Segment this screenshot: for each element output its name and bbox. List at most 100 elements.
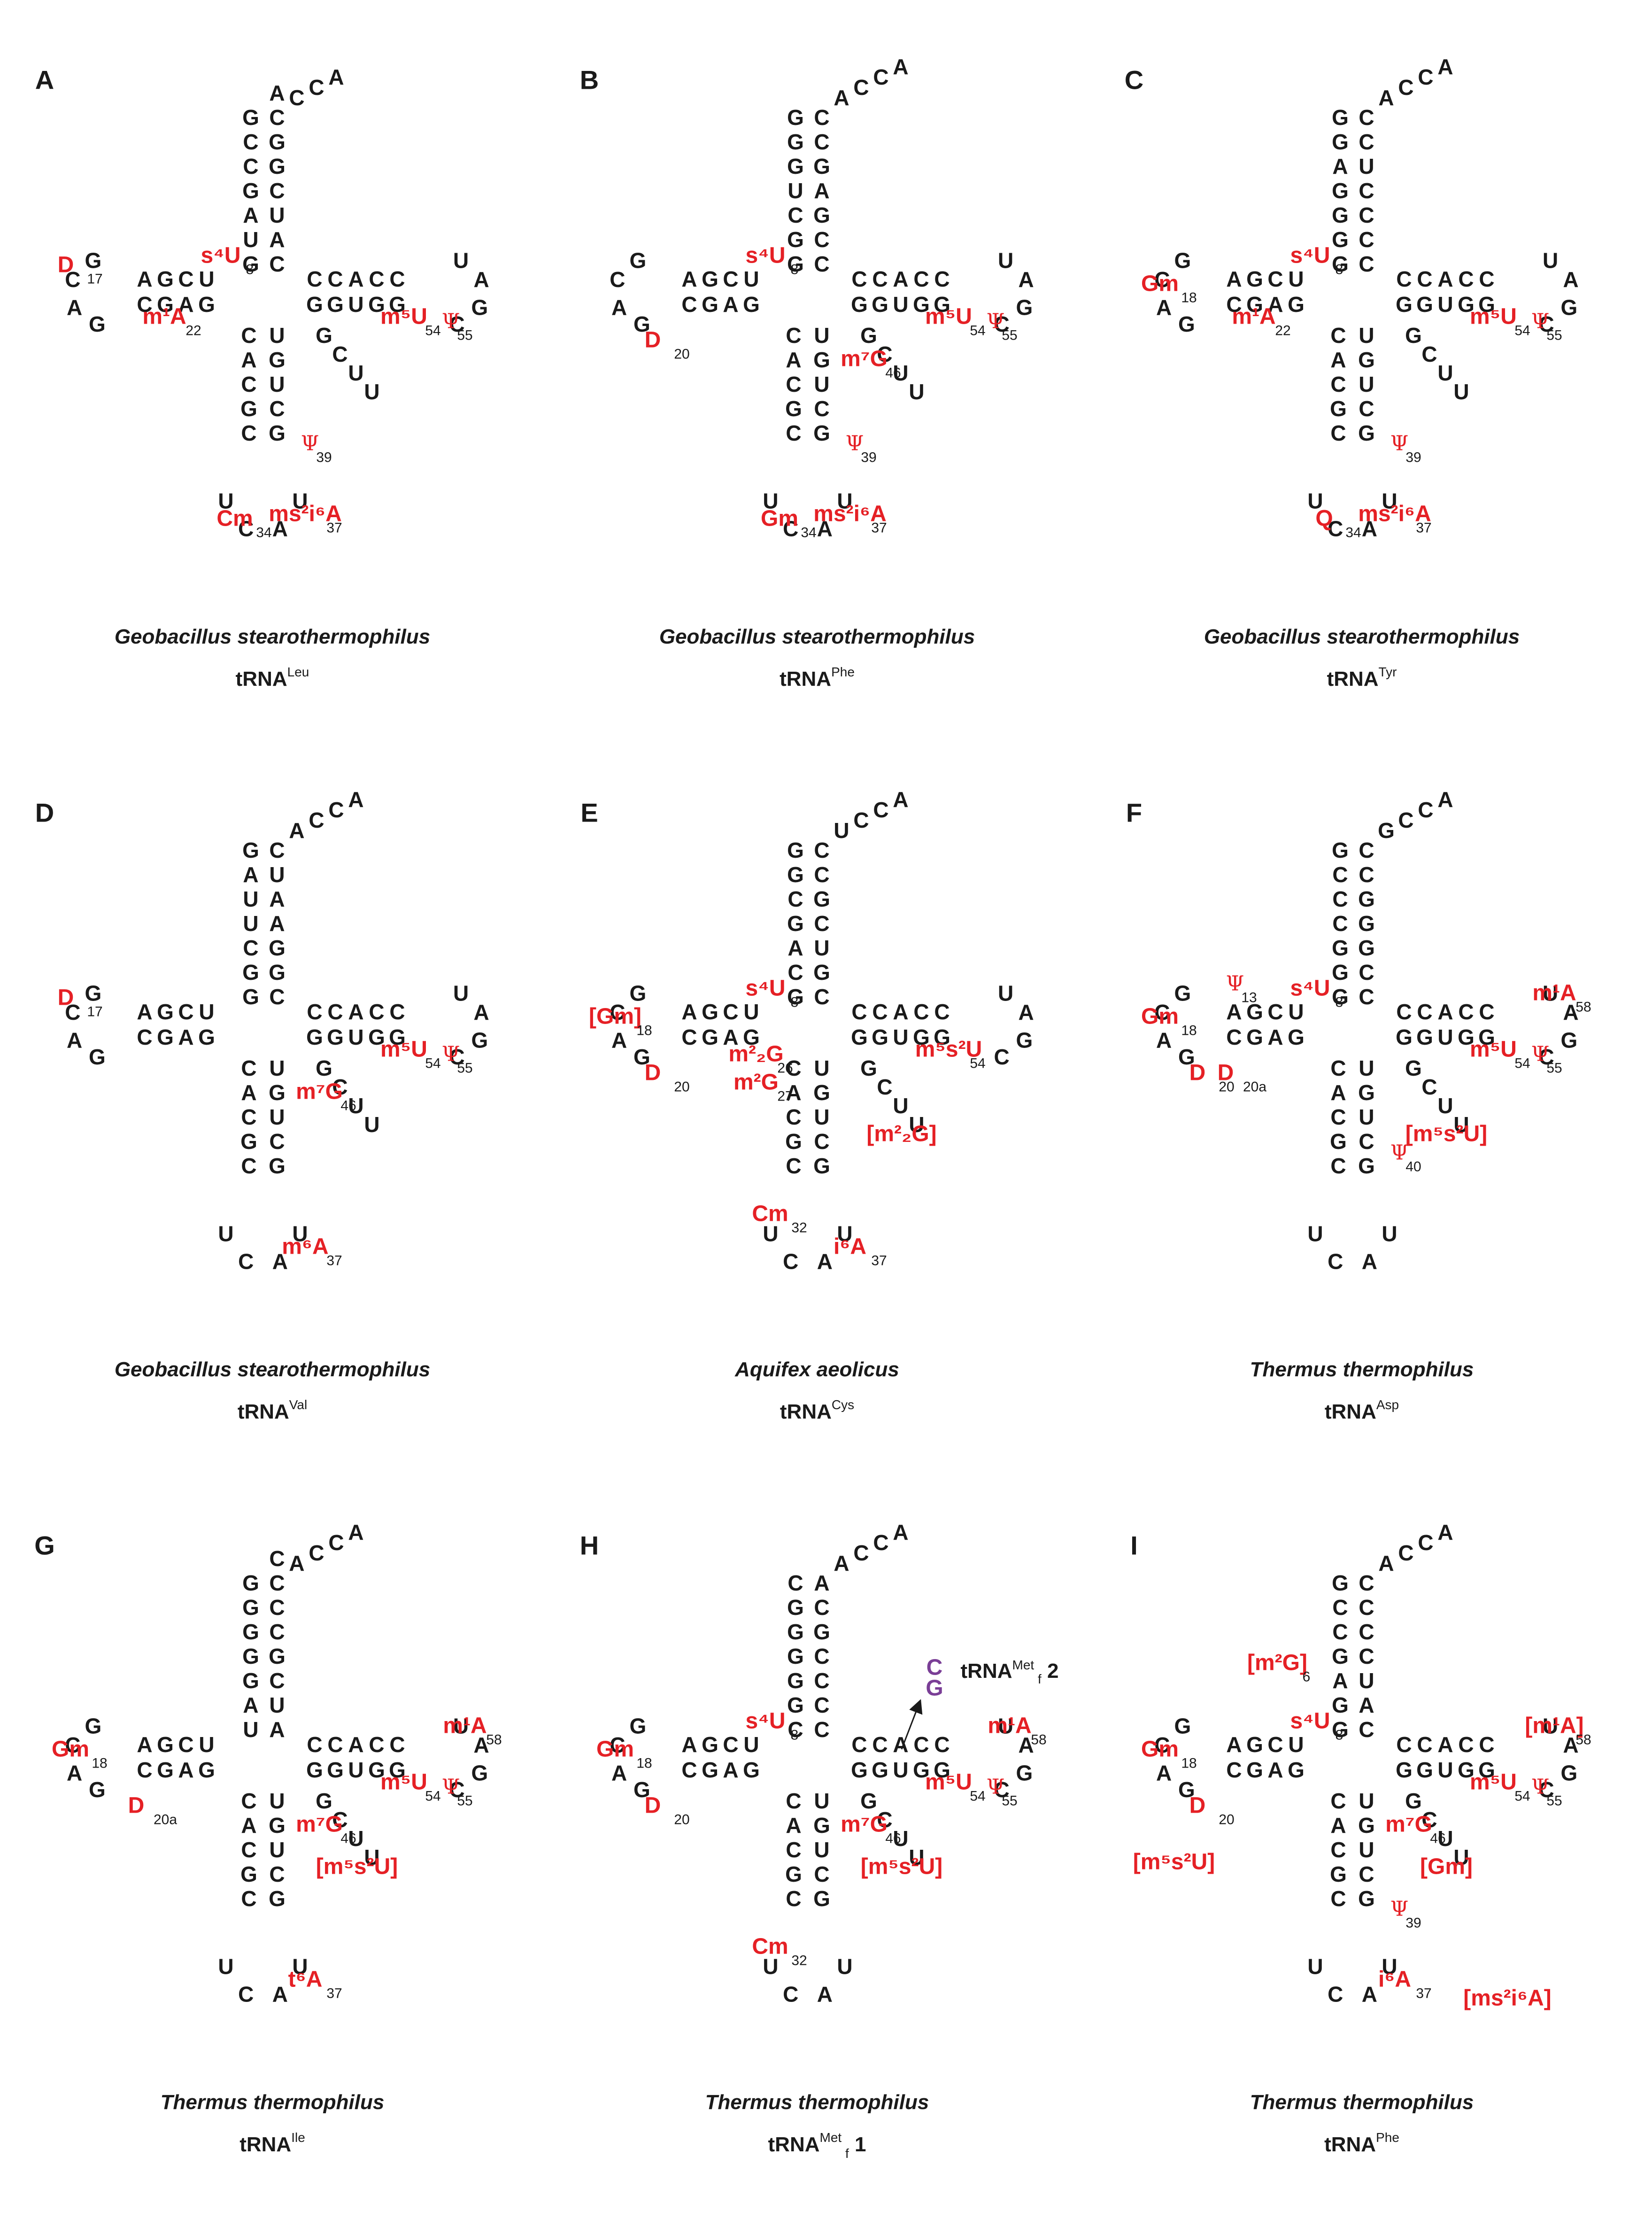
cca-nt: A xyxy=(1437,1520,1453,1544)
t-arm-nt: G xyxy=(1458,292,1474,317)
t-loop-nt: A xyxy=(473,1733,489,1757)
modification-label: Gm xyxy=(1141,271,1179,296)
modification-label: m²₂G xyxy=(728,1042,783,1067)
modification-label: s⁴U xyxy=(1290,1709,1330,1734)
position-number: 54 xyxy=(970,323,985,339)
d-arm-nt: C xyxy=(1267,267,1283,291)
cca-nt: C xyxy=(873,65,888,89)
modification-label: Cm xyxy=(752,1202,788,1226)
modification-label: Ψ xyxy=(1531,1775,1550,1799)
anticodon-stem-nt: C xyxy=(1330,1838,1346,1862)
anticodon-loop-nt: A xyxy=(1362,516,1377,541)
modification-label: Ψ xyxy=(442,1775,460,1799)
acceptor-nt: C xyxy=(787,960,803,985)
anticodon-stem-nt: U xyxy=(814,1105,829,1129)
d-arm-nt: C xyxy=(723,1732,738,1757)
modification-label: i⁶A xyxy=(834,1234,866,1259)
d-arm-nt: G xyxy=(1288,292,1305,317)
d-arm-nt: C xyxy=(137,1758,152,1782)
species-name: Thermus thermophilus xyxy=(1250,2091,1474,2114)
acceptor-nt: A xyxy=(814,178,829,203)
anticodon-loop-nt: C xyxy=(238,1249,254,1273)
anticodon-stem-nt: A xyxy=(241,1813,256,1838)
d-arm-nt: C xyxy=(137,292,152,317)
acceptor-nt: G xyxy=(1332,1717,1349,1742)
acceptor-nt: U xyxy=(1359,154,1374,178)
position-number: 18 xyxy=(1181,290,1197,306)
t-arm-nt: G xyxy=(1478,1025,1495,1049)
anticodon-loop-nt: C xyxy=(238,1982,254,2006)
acceptor-nt: U xyxy=(1359,1668,1374,1693)
d-arm-nt: G xyxy=(157,1732,174,1757)
anticodon-stem-nt: C xyxy=(1330,323,1346,348)
t-arm-nt: G xyxy=(389,1758,406,1782)
variable-loop-nt: C xyxy=(1421,1075,1437,1099)
variable-loop-nt: U xyxy=(1437,1094,1453,1118)
acceptor-nt: A xyxy=(269,227,285,252)
modification-label: s⁴U xyxy=(1290,243,1330,268)
acceptor-nt: C xyxy=(1332,911,1348,936)
position-number: 22 xyxy=(1275,323,1290,339)
inset-arrow xyxy=(901,1699,923,1750)
modification-label: Ψ xyxy=(987,1775,1005,1799)
acceptor-nt: C xyxy=(269,1571,285,1595)
acceptor-nt: G xyxy=(813,154,830,178)
t-loop-nt: U xyxy=(998,981,1013,1005)
t-loop-nt: A xyxy=(473,267,489,292)
anticodon-loop-nt: U xyxy=(1382,1222,1397,1246)
cca-nt: C xyxy=(853,1541,869,1565)
anticodon-stem-nt: U xyxy=(269,323,285,348)
t-arm-nt: G xyxy=(872,292,888,317)
position-number: 55 xyxy=(1546,328,1562,343)
acceptor-nt: C xyxy=(1359,178,1374,203)
modification-label: m¹A xyxy=(443,1714,486,1738)
species-name: Thermus thermophilus xyxy=(705,2091,929,2114)
d-arm-nt: C xyxy=(1267,1732,1283,1757)
t-loop-nt: U xyxy=(1543,248,1558,272)
panel-label: I xyxy=(1130,1531,1138,1560)
anticodon-stem-nt: U xyxy=(1359,1105,1374,1129)
modification-label: m⁵U xyxy=(1470,1037,1517,1062)
t-arm-nt: C xyxy=(1458,1000,1474,1024)
t-arm-nt: G xyxy=(851,1758,868,1782)
anticodon-stem-nt: A xyxy=(786,1080,801,1105)
acceptor-nt: G xyxy=(787,862,804,887)
acceptor-nt: A xyxy=(269,81,285,105)
position-number: 34 xyxy=(1345,525,1361,541)
position-number: 54 xyxy=(1514,1056,1530,1071)
d-arm-nt: C xyxy=(178,267,193,291)
t-arm-nt: C xyxy=(389,1000,405,1024)
cca-nt: C xyxy=(1418,798,1433,822)
anticodon-stem-nt: G xyxy=(785,1129,802,1154)
position-number: 37 xyxy=(326,1253,342,1269)
acceptor-nt: G xyxy=(1358,887,1375,911)
acceptor-nt: A xyxy=(1332,154,1348,178)
t-loop-nt: A xyxy=(1563,1000,1578,1024)
t-loop-nt: G xyxy=(471,1028,488,1053)
t-arm-nt: C xyxy=(934,267,950,291)
d-loop-nt: G xyxy=(1178,1045,1195,1069)
t-arm-nt: C xyxy=(389,1732,405,1757)
anticodon-stem-nt: G xyxy=(813,1886,830,1911)
modification-label: Ψ xyxy=(1531,310,1550,334)
d-loop-nt: G xyxy=(89,1045,106,1069)
anticodon-stem-nt: G xyxy=(1358,1080,1375,1105)
acceptor-nt: C xyxy=(814,1717,829,1742)
d-arm-nt: G xyxy=(1246,292,1263,317)
variable-loop-nt: U xyxy=(364,1112,379,1137)
modification-label: [m⁵s²U] xyxy=(1133,1850,1215,1875)
cca-nt: C xyxy=(873,1530,888,1555)
d-arm-nt: U xyxy=(1288,267,1304,291)
d-arm-nt: G xyxy=(1288,1025,1305,1049)
acceptor-nt: G xyxy=(269,130,286,154)
acceptor-nt: C xyxy=(814,1644,829,1668)
modification-label: m⁵U xyxy=(1470,1770,1517,1795)
t-arm-nt: C xyxy=(1458,267,1474,291)
acceptor-nt: C xyxy=(1332,1595,1348,1620)
anticodon-stem-nt: C xyxy=(1330,421,1346,445)
anticodon-loop-nt: A xyxy=(817,1982,833,2006)
modification-label: m⁵U xyxy=(925,1770,972,1795)
